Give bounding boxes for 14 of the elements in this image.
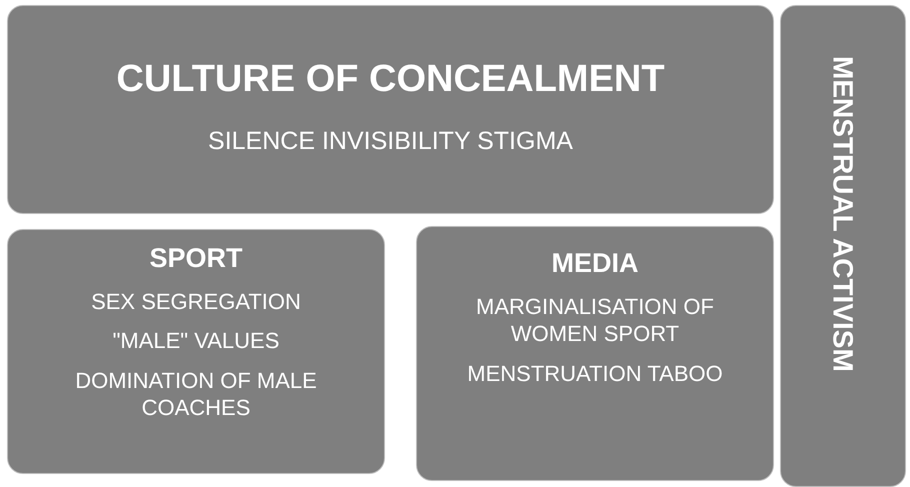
item-text: SILENCE INVISIBILITY STIGMA xyxy=(208,126,573,156)
item-text: MENSTRUATION TABOO xyxy=(467,360,723,388)
heading: CULTURE OF CONCEALMENT xyxy=(116,57,665,102)
heading: MENSTRUAL ACTIVISM xyxy=(826,56,860,372)
category-box xyxy=(7,5,774,214)
category-box xyxy=(7,229,385,474)
item-text: MARGINALISATION OF WOMEN SPORT xyxy=(475,292,715,348)
heading: MEDIA xyxy=(552,247,638,280)
item-text: SEX SEGREGATION xyxy=(91,288,301,316)
item-text: "MALE" VALUES xyxy=(112,327,280,355)
item-text: DOMINATION OF MALE COACHES xyxy=(74,366,318,422)
heading: SPORT xyxy=(149,242,242,275)
category-box xyxy=(780,5,906,487)
category-box xyxy=(416,226,774,481)
